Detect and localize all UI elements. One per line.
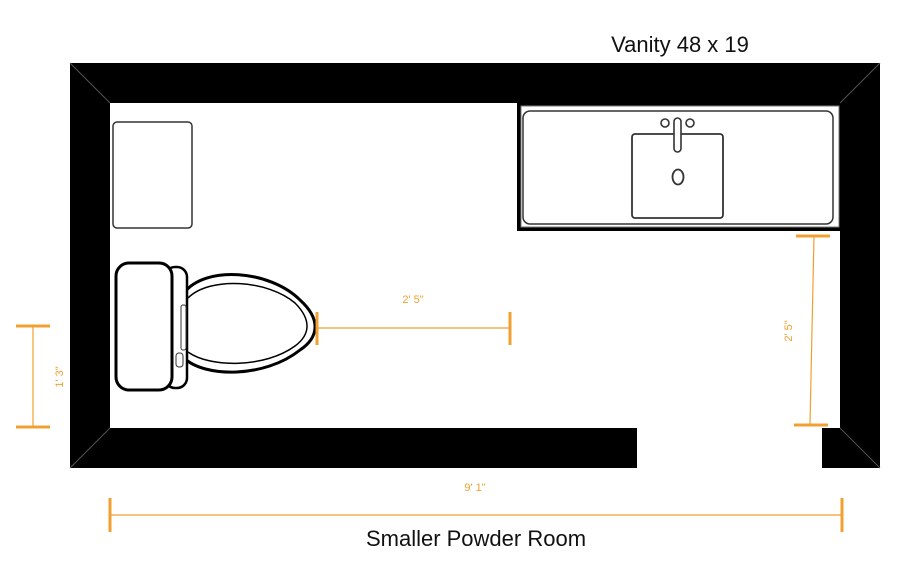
vanity-clearance-label: 2' 5" xyxy=(783,320,795,341)
room-length-dimension xyxy=(108,498,844,532)
toilet-offset-dimension xyxy=(16,324,50,429)
room-length-label: 9' 1" xyxy=(464,482,485,494)
vanity-label: Vanity 48 x 19 xyxy=(611,32,749,57)
walls xyxy=(70,63,880,468)
toilet-clearance-label: 2' 5" xyxy=(402,294,423,306)
left-wall xyxy=(70,63,110,468)
floor-mat xyxy=(112,121,193,229)
vanity-clearance-dimension xyxy=(794,234,830,427)
faucet-handle-left xyxy=(660,118,670,128)
faucet-spout xyxy=(673,117,682,153)
toilet-clearance-dimension xyxy=(315,312,512,345)
dimension-lines xyxy=(16,234,844,532)
wall-miters xyxy=(69,62,881,469)
toilet-bowl xyxy=(182,273,317,374)
right-wall xyxy=(840,63,880,468)
faucet-handle-right xyxy=(685,118,695,128)
bottom-wall-right xyxy=(822,428,880,468)
top-wall xyxy=(70,63,880,103)
toilet-offset-label: 1' 3" xyxy=(54,366,66,387)
bottom-wall-left xyxy=(70,428,637,468)
toilet xyxy=(114,261,317,392)
diagram-title: Smaller Powder Room xyxy=(366,526,586,551)
toilet-tank xyxy=(114,261,174,392)
vanity xyxy=(517,103,840,231)
sink-drain xyxy=(671,168,685,186)
